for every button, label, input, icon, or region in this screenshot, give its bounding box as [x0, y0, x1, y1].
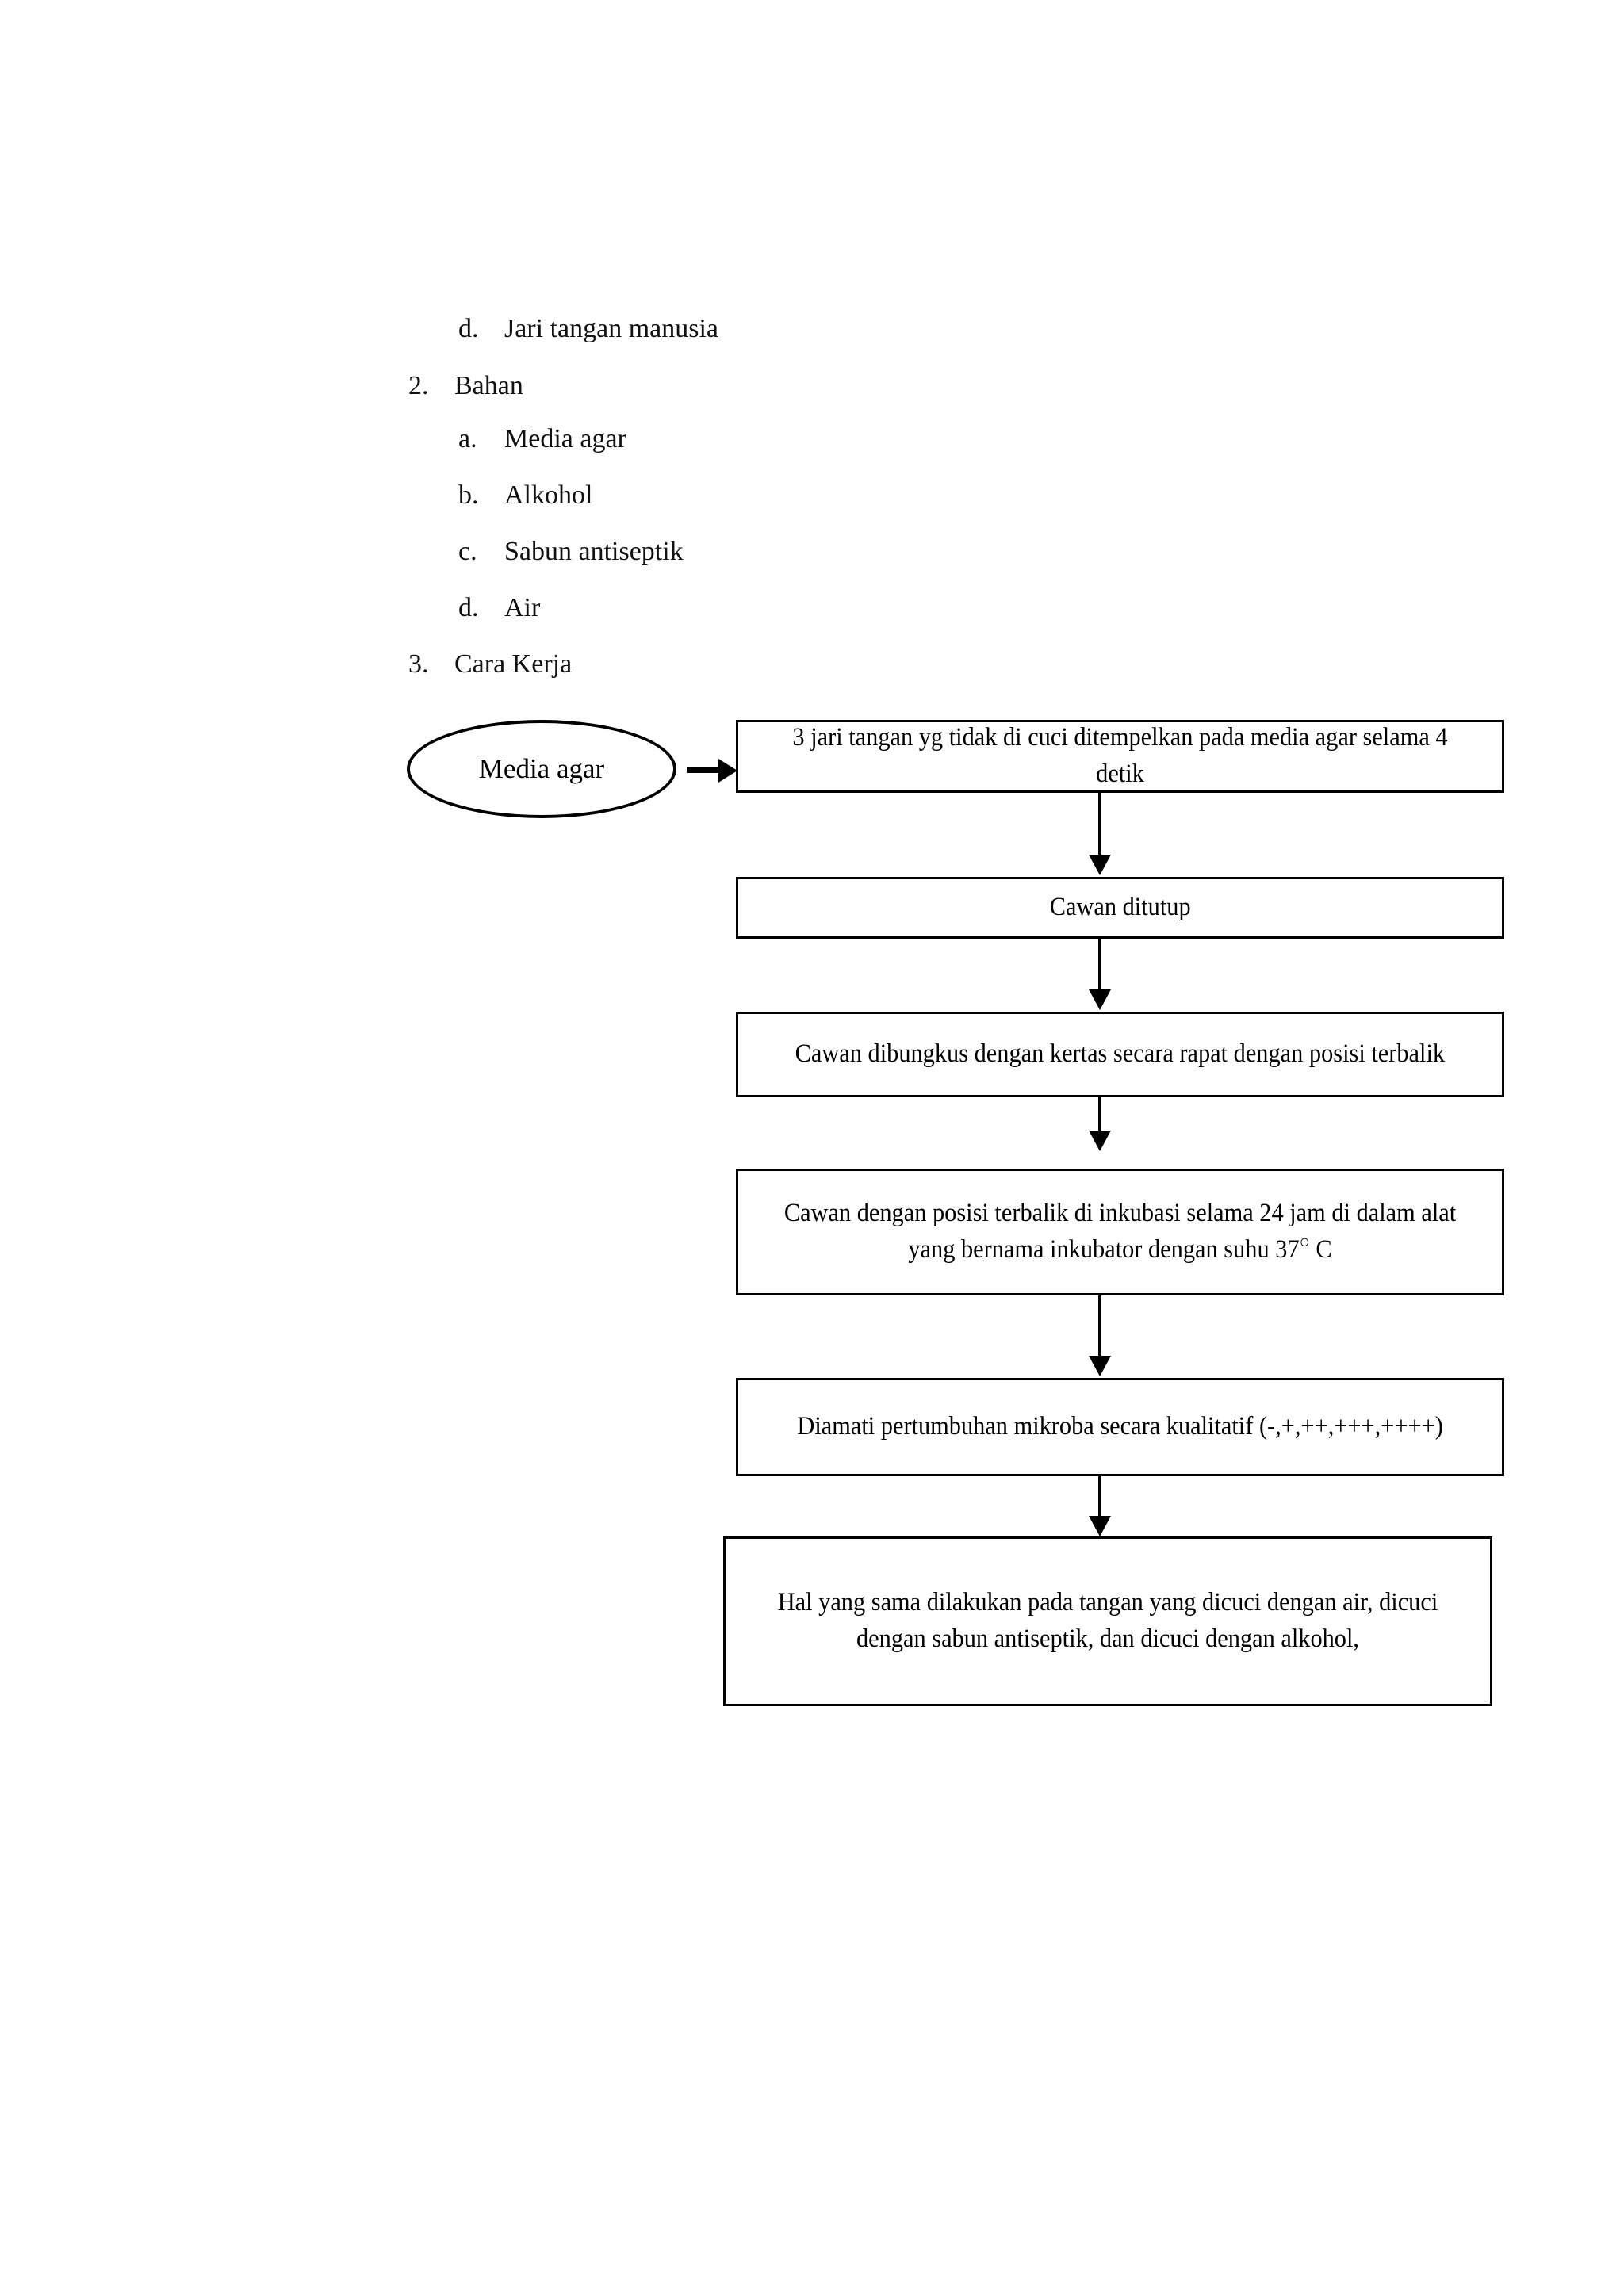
flowchart-step-3: Cawan dibungkus dengan kertas secara rap… — [736, 1012, 1504, 1097]
flowchart-step-4: Cawan dengan posisi terbalik di inkubasi… — [736, 1169, 1504, 1295]
flowchart-step-6-label: Hal yang sama dilakukan pada tangan yang… — [777, 1588, 1438, 1653]
arrow-step1-to-step2-head — [1089, 855, 1111, 875]
flowchart-start-node: Media agar — [407, 720, 676, 818]
flowchart-step-2: Cawan ditutup — [736, 877, 1504, 939]
flowchart-step-3-label: Cawan dibungkus dengan kertas secara rap… — [795, 1039, 1446, 1069]
flowchart-step-5: Diamati pertumbuhan mikroba secara kuali… — [736, 1378, 1504, 1476]
list-item-label: Alkohol — [504, 480, 593, 510]
list-marker: b. — [458, 480, 479, 510]
arrow-step1-to-step2 — [1098, 793, 1101, 856]
flowchart-step-6: Hal yang sama dilakukan pada tangan yang… — [723, 1536, 1492, 1706]
list-item-label: Media agar — [504, 424, 626, 453]
list-item-label: Bahan — [454, 371, 523, 400]
flowchart-step-4-label: Cawan dengan posisi terbalik di inkubasi… — [769, 1196, 1472, 1268]
list-item-label: Jari tangan manusia — [504, 314, 719, 343]
degree-symbol-icon: ○ — [1299, 1232, 1310, 1253]
list-marker: 3. — [408, 649, 429, 679]
list-item-label: Air — [504, 593, 541, 622]
flowchart-step-2-label: Cawan ditutup — [1049, 893, 1191, 922]
list-item-alkohol: b. Alkohol — [458, 482, 592, 509]
flowchart-step-4-label-part2: C — [1309, 1235, 1332, 1264]
list-item-sabun-antiseptik: c. Sabun antiseptik — [458, 538, 684, 565]
list-marker: a. — [458, 424, 477, 453]
flowchart-step-1-label: 3 jari tangan yg tidak di cuci ditempelk… — [792, 723, 1448, 788]
arrow-step2-to-step3-head — [1089, 989, 1111, 1010]
arrow-step3-to-step4-head — [1089, 1131, 1111, 1151]
list-item-label: Sabun antiseptik — [504, 537, 684, 566]
list-item-cara-kerja: 3. Cara Kerja — [408, 651, 572, 678]
arrow-start-to-step1 — [687, 767, 720, 773]
arrow-step2-to-step3 — [1098, 939, 1101, 991]
arrow-step5-to-step6 — [1098, 1476, 1101, 1517]
flowchart-step-1: 3 jari tangan yg tidak di cuci ditempelk… — [736, 720, 1504, 793]
list-marker: c. — [458, 537, 477, 566]
arrow-step4-to-step5-head — [1089, 1356, 1111, 1376]
list-marker: d. — [458, 314, 479, 343]
list-item-media-agar: a. Media agar — [458, 426, 626, 453]
flowchart-step-5-label: Diamati pertumbuhan mikroba secara kuali… — [797, 1412, 1443, 1441]
arrow-step3-to-step4 — [1098, 1097, 1101, 1132]
flowchart-step-4-label-part1: Cawan dengan posisi terbalik di inkubasi… — [783, 1199, 1457, 1264]
list-marker: 2. — [408, 371, 429, 400]
list-item-label: Cara Kerja — [454, 649, 573, 679]
list-item-air: d. Air — [458, 595, 540, 622]
list-item-bahan: 2. Bahan — [408, 373, 523, 400]
flowchart-start-label: Media agar — [478, 753, 605, 784]
list-marker: d. — [458, 593, 479, 622]
list-item-jari-tangan-manusia: d. Jari tangan manusia — [458, 316, 718, 342]
arrow-step4-to-step5 — [1098, 1295, 1101, 1357]
arrow-step5-to-step6-head — [1089, 1516, 1111, 1536]
arrow-start-to-step1-head — [718, 759, 737, 783]
